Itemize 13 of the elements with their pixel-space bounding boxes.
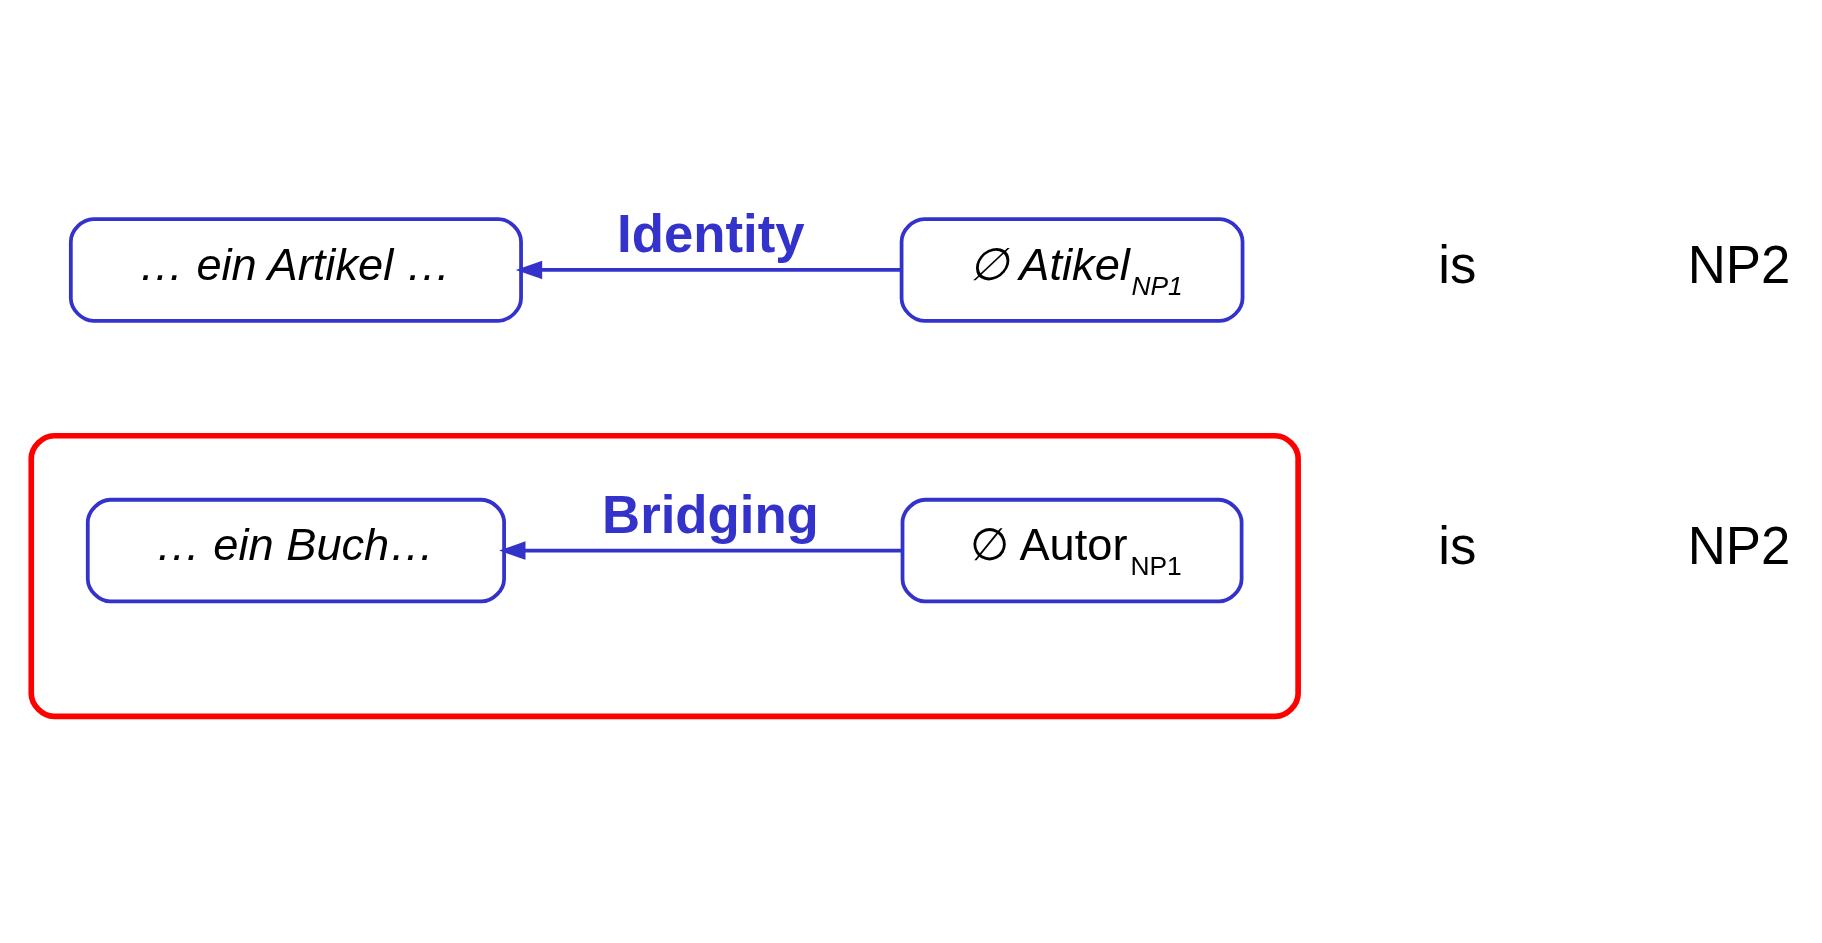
node-box: ∅ Atikel$_{NP1}$ xyxy=(899,217,1245,323)
edge-label: Identity xyxy=(617,203,805,263)
label: NP2 xyxy=(1687,515,1791,575)
label: is xyxy=(1438,234,1477,294)
node-box: … ein Buch… xyxy=(85,497,506,604)
label: NP2 xyxy=(1687,234,1791,294)
node-box: ∅ Autor$_{NP1}$ xyxy=(900,497,1244,604)
node-box: … ein Artikel … xyxy=(68,217,523,323)
arrow xyxy=(499,541,903,560)
cluster xyxy=(28,432,1301,720)
arrow xyxy=(515,260,902,280)
label: is xyxy=(1438,515,1477,575)
edge-label: Bridging xyxy=(602,484,819,544)
